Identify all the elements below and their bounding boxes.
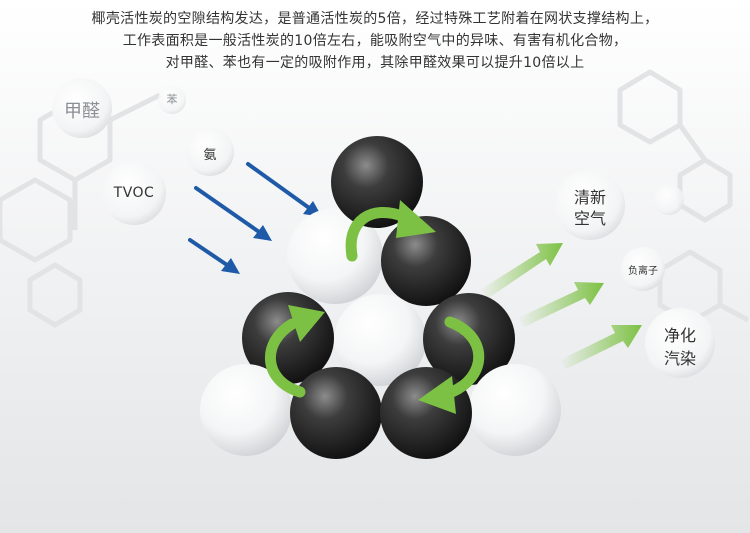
bubble-purify (645, 308, 715, 378)
label-purify-line-2: 汽染 (663, 349, 696, 368)
curved-arrow-top (345, 200, 436, 262)
label-fresh-air-line-2: 空气 (573, 209, 606, 228)
green-arrow-2 (518, 282, 604, 327)
light-ball (334, 294, 426, 386)
light-ball (469, 364, 561, 456)
headline-line-2: 工作表面积是一般活性炭的10倍左右，能吸附空气中的异味、有害有机化合物， (122, 33, 628, 49)
bubble-ammonia (186, 128, 234, 176)
bubble-benzene (158, 86, 186, 114)
label-formaldehyde: 甲醛 (64, 101, 100, 122)
bubble-negative-ions (621, 247, 665, 291)
green-arrow-3 (560, 325, 642, 369)
headline-text: 椰壳活性炭的空隙结构发达，是普通活性炭的5倍，经过特殊工艺附着在网状支撑结构上，… (0, 8, 750, 74)
headline-line-1: 椰壳活性炭的空隙结构发达，是普通活性炭的5倍，经过特殊工艺附着在网状支撑结构上， (91, 11, 659, 27)
label-ammonia: 氨 (203, 148, 217, 163)
outgoing-arrows (480, 243, 642, 369)
label-tvoc: TVOC (113, 185, 155, 201)
dark-ball (380, 367, 472, 459)
blue-arrow-2 (194, 186, 272, 241)
output-bubbles (555, 170, 715, 378)
incoming-arrows (188, 162, 322, 274)
label-fresh-air-line-1: 清新 (573, 188, 606, 207)
blue-arrow-3 (188, 238, 240, 274)
green-arrow-1 (480, 243, 563, 299)
curved-arrow-left (264, 305, 325, 398)
molecule-pyramid (200, 136, 561, 459)
pollutant-bubbles (52, 78, 234, 225)
bubble-formaldehyde (52, 78, 112, 138)
bubble-small-decor (654, 185, 684, 215)
dark-ball (381, 216, 471, 306)
bubble-fresh-air (555, 170, 625, 240)
light-ball (200, 364, 292, 456)
dark-ball (290, 367, 382, 459)
label-negative-ions: 负离子 (628, 266, 658, 277)
curved-arrow-right (418, 316, 485, 414)
curved-green-arrows (264, 200, 485, 414)
blue-arrow-1 (246, 162, 322, 217)
label-benzene: 苯 (166, 93, 178, 106)
label-purify-line-1: 净化 (663, 326, 696, 345)
bubble-tvoc (102, 161, 166, 225)
headline-line-3: 对甲醛、苯也有一定的吸附作用，其除甲醛效果可以提升10倍以上 (165, 55, 585, 71)
